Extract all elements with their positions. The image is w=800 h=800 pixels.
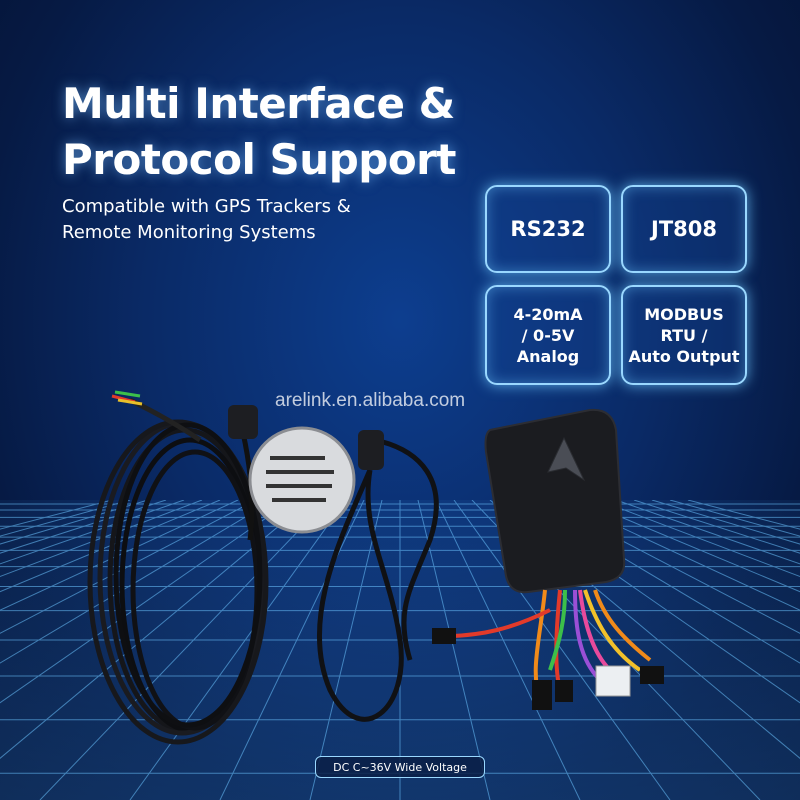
- watermark-text: arelink.en.alibaba.com: [275, 390, 466, 411]
- coiled-cable-illustration: [87, 397, 269, 745]
- headline-line-2: Protocol Support: [62, 135, 456, 184]
- subheadline-line-1: Compatible with GPS Trackers &: [62, 196, 351, 217]
- wire-tips: [111, 390, 143, 406]
- connector-black-1: [532, 680, 552, 710]
- label-text-marks: [266, 456, 334, 502]
- protocol-analog-line-3: Analog: [516, 346, 580, 366]
- connector-black-2: [555, 680, 573, 702]
- protocol-modbus-line-1: MODBUS: [644, 304, 724, 324]
- headline: Multi Interface & Protocol Support: [62, 76, 456, 188]
- protocol-label-jt808: JT808: [651, 217, 717, 241]
- connector-black-3: [640, 666, 664, 684]
- connector-black-4: [432, 628, 456, 644]
- protocol-analog-line-1: 4-20mA: [513, 304, 583, 324]
- connector-white: [595, 665, 631, 697]
- headline-line-1: Multi Interface &: [62, 79, 455, 128]
- protocol-label-rs232: RS232: [510, 217, 586, 241]
- protocol-box-analog: 4-20mA / 0-5V Analog: [485, 285, 611, 385]
- protocol-box-jt808: JT808: [621, 185, 747, 273]
- sensor-label-disc: [248, 426, 356, 534]
- protocol-modbus-line-2: RTU /: [660, 325, 708, 345]
- gps-device-unit: [484, 408, 626, 594]
- product-photo: [87, 390, 664, 745]
- protocol-box-modbus: MODBUS RTU / Auto Output: [621, 285, 747, 385]
- subheadline-line-2: Remote Monitoring Systems: [62, 222, 316, 243]
- arrow-logo-icon: [547, 436, 586, 482]
- subheadline: Compatible with GPS Trackers & Remote Mo…: [62, 194, 351, 246]
- voltage-badge: DC C~36V Wide Voltage: [315, 756, 485, 778]
- protocol-analog-line-2: / 0-5V: [521, 325, 575, 345]
- connector-plug-right: [358, 430, 384, 470]
- connector-plug-left: [228, 405, 258, 439]
- thin-cable-loop: [316, 437, 439, 722]
- protocol-box-rs232: RS232: [485, 185, 611, 273]
- protocol-modbus-line-3: Auto Output: [628, 346, 740, 366]
